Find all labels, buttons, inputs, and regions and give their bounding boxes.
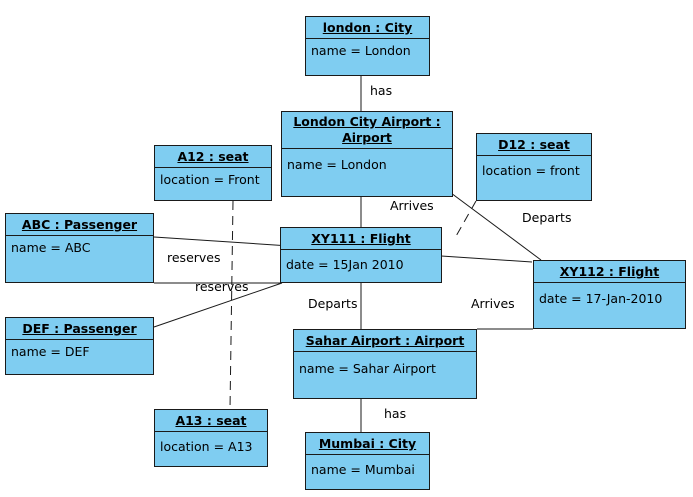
link-label-has-top: has [370,83,393,98]
link-label-arrives-xy111: Arrives [390,198,434,213]
object-attribute: location = front [482,163,580,178]
dashed-a12-a13 [229,200,234,410]
object-attribute: name = ABC [11,240,91,255]
object-attribute: date = 15Jan 2010 [286,257,404,272]
object-attribute: name = DEF [11,344,90,359]
object-title: London City Airport : Airport [282,112,452,149]
city-mumbai-box[interactable]: Mumbai : City name = Mumbai [305,432,430,490]
object-title: XY111 : Flight [281,228,441,250]
object-title: Mumbai : City [306,433,429,455]
object-attribute: name = London [311,43,411,58]
link-label-has-bottom: has [384,406,407,421]
flight-xy111-box[interactable]: XY111 : Flight date = 15Jan 2010 [280,227,442,283]
object-title: Sahar Airport : Airport [294,330,476,352]
line-def-xy111 [153,282,283,328]
link-label-arrives-xy112: Arrives [471,296,515,311]
object-attribute: name = London [287,157,387,172]
object-attribute: name = Sahar Airport [299,361,436,376]
object-title: A12 : seat [155,146,271,168]
seat-a12-box[interactable]: A12 : seat location = Front [154,145,272,201]
airport-london-city-box[interactable]: London City Airport : Airport name = Lon… [281,111,453,197]
seat-d12-box[interactable]: D12 : seat location = front [476,133,592,201]
object-title: london : City [306,17,429,39]
line-lca-xy112 [450,192,542,261]
link-label-reserves-def: reserves [195,279,249,294]
object-title: ABC : Passenger [6,214,153,236]
object-attribute: date = 17-Jan-2010 [539,291,663,306]
city-london-box[interactable]: london : City name = London [305,16,430,76]
link-label-departs-xy112: Departs [522,210,572,225]
passenger-abc-box[interactable]: ABC : Passenger name = ABC [5,213,154,283]
link-label-reserves-abc: reserves [167,250,221,265]
link-label-departs-xy111: Departs [308,296,358,311]
passenger-def-box[interactable]: DEF : Passenger name = DEF [5,317,154,375]
object-attribute: location = A13 [160,439,253,454]
object-title: XY112 : Flight [534,261,685,283]
dashed-d12-xy111 [454,200,477,239]
object-title: A13 : seat [155,410,267,432]
object-title: D12 : seat [477,134,591,156]
object-attribute: location = Front [160,172,260,187]
object-attribute: name = Mumbai [311,462,415,477]
airport-sahar-box[interactable]: Sahar Airport : Airport name = Sahar Air… [293,329,477,399]
object-title: DEF : Passenger [6,318,153,340]
seat-a13-box[interactable]: A13 : seat location = A13 [154,409,268,467]
flight-xy112-box[interactable]: XY112 : Flight date = 17-Jan-2010 [533,260,686,329]
